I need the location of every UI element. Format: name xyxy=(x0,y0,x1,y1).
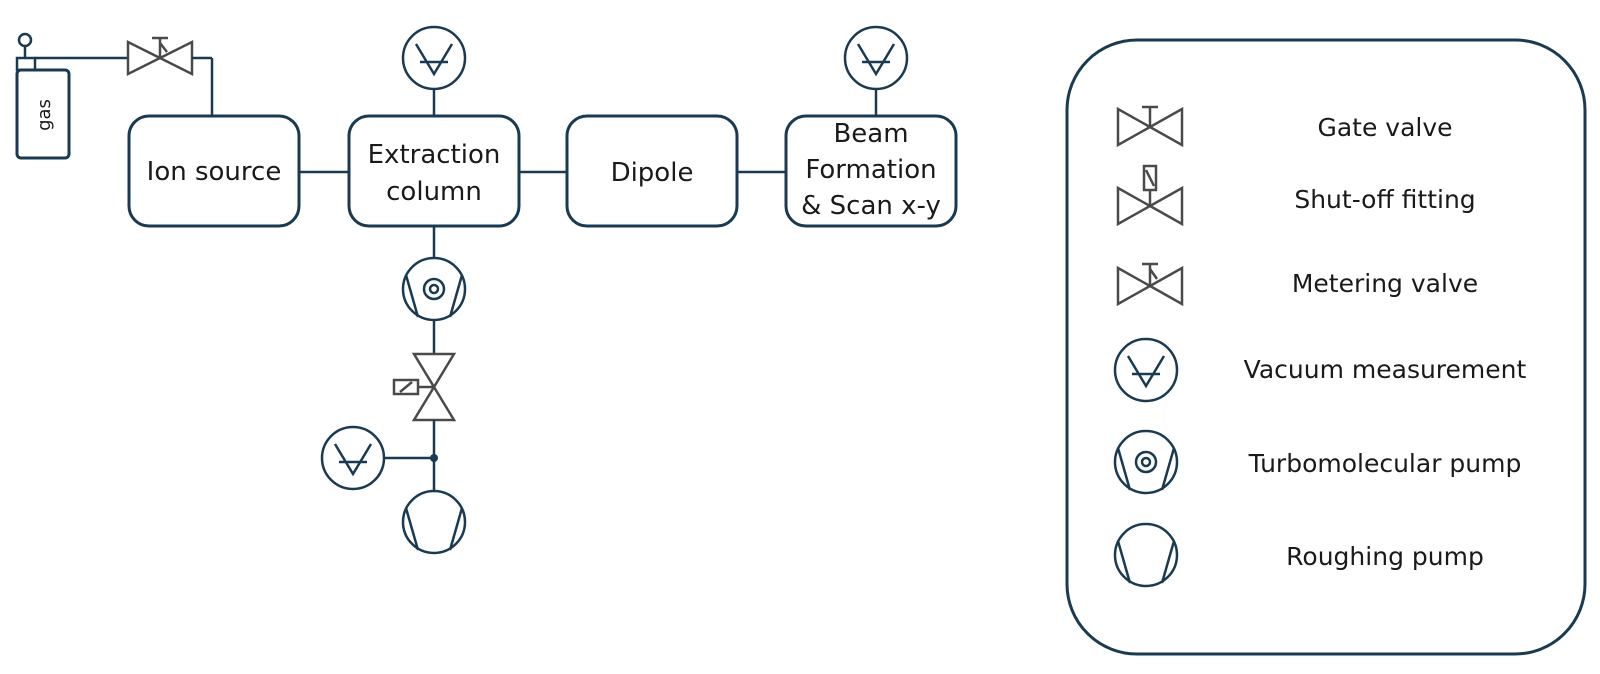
extraction-label-line2: column xyxy=(386,177,482,207)
legend-gate-valve: Gate valve xyxy=(1317,113,1452,142)
gas-bottle: gas xyxy=(15,32,71,160)
roughing-pump-icon xyxy=(1113,522,1179,588)
metering-valve-icon xyxy=(1116,262,1184,307)
beam-label-line3: & Scan x-y xyxy=(801,191,941,221)
shut-off-fitting-main-icon xyxy=(392,352,457,422)
legend-vacuum-measurement: Vacuum measurement xyxy=(1244,355,1527,384)
dipole-label: Dipole xyxy=(611,158,694,188)
vacuum-gauge-extraction-icon xyxy=(401,25,467,91)
beam-label-line2: Formation xyxy=(805,155,936,185)
legend-shut-off-fitting: Shut-off fitting xyxy=(1294,185,1475,214)
metering-valve-gas-icon xyxy=(126,36,194,77)
beam-formation-box: Beam Formation & Scan x-y xyxy=(784,114,958,228)
turbomolecular-pump-icon xyxy=(1113,429,1179,495)
shut-off-fitting-icon xyxy=(1116,164,1184,227)
turbo-pump-main-icon xyxy=(401,256,467,322)
legend-turbomolecular-pump: Turbomolecular pump xyxy=(1248,449,1522,478)
ion-source-box: Ion source xyxy=(127,114,301,228)
gate-valve-icon xyxy=(1116,105,1184,148)
gas-gauge-icon xyxy=(17,32,33,48)
vacuum-measurement-icon xyxy=(1113,337,1179,403)
vacuum-gauge-fore-icon xyxy=(320,425,386,491)
ion-source-label: Ion source xyxy=(147,157,282,187)
extraction-label-line1: Extraction xyxy=(368,140,501,170)
legend-frame xyxy=(1065,38,1587,656)
extraction-column-box: Extraction column xyxy=(347,114,521,228)
gas-label: gas xyxy=(34,99,55,131)
dipole-box: Dipole xyxy=(565,114,739,228)
legend: Gate valve Shut-off fitting Metering val… xyxy=(1065,38,1587,656)
legend-metering-valve: Metering valve xyxy=(1292,269,1478,298)
vacuum-gauge-beam-icon xyxy=(843,25,909,91)
roughing-pump-main-icon xyxy=(401,489,467,555)
legend-roughing-pump: Roughing pump xyxy=(1286,542,1484,571)
beam-label-line1: Beam xyxy=(833,119,908,149)
